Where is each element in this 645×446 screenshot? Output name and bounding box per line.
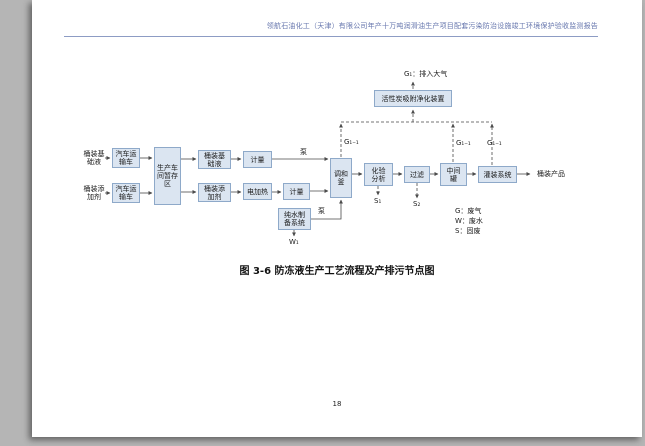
label-g1-to-atmosphere: G₁：排入大气 xyxy=(404,70,448,78)
node-drum-additive: 桶装添 加剂 xyxy=(198,183,231,202)
legend-solid: S：固废 xyxy=(455,227,481,235)
page-number: 18 xyxy=(332,400,342,408)
node-pure-water-system: 纯水制 备系统 xyxy=(278,208,311,230)
node-meter-bottom: 计量 xyxy=(283,183,310,200)
node-blending-kettle: 调和 釜 xyxy=(330,158,352,198)
node-filling-system: 灌装系统 xyxy=(478,166,517,183)
node-filter: 过滤 xyxy=(404,166,430,183)
node-drum-base: 桶装基 础液 xyxy=(198,150,231,169)
header-rule xyxy=(64,36,598,37)
label-g11-kettle: G₁₋₁ xyxy=(344,138,359,146)
node-mid-tank: 中间 罐 xyxy=(440,163,467,186)
label-feed-base: 桶装基 础液 xyxy=(83,150,105,166)
label-s2: S₂ xyxy=(413,200,421,208)
node-meter-top: 计量 xyxy=(243,151,272,168)
label-g11-filling: G₁₋₁ xyxy=(487,139,502,147)
label-pump-top: 泵 xyxy=(300,148,307,156)
diagram-legend: G：废气 W：废水 S：固废 xyxy=(455,206,483,236)
report-page: 领航石油化工（天津）有限公司年产十万吨润滑油生产项目配套污染防治设施竣工环境保护… xyxy=(32,0,642,437)
label-feed-additive: 桶装添 加剂 xyxy=(83,185,105,201)
diagram-connectors xyxy=(105,81,531,237)
label-w1: W₁ xyxy=(289,238,299,246)
label-pump-bottom: 泵 xyxy=(318,207,325,215)
page-header-title: 领航石油化工（天津）有限公司年产十万吨润滑油生产项目配套污染防治设施竣工环境保护… xyxy=(266,22,598,30)
legend-gas: G：废气 xyxy=(455,207,482,215)
node-truck-bottom: 汽车运 输车 xyxy=(112,183,140,203)
node-storage-area: 生产车 间暂存 区 xyxy=(154,147,181,205)
label-product: 桶装产品 xyxy=(537,170,565,178)
legend-water: W：废水 xyxy=(455,217,483,225)
label-s1: S₁ xyxy=(374,197,382,205)
label-g11-tank: G₁₋₁ xyxy=(456,139,471,147)
node-lab-analysis: 化验 分析 xyxy=(364,163,393,186)
node-carbon-adsorption-unit: 活性炭吸附净化装置 xyxy=(374,90,452,107)
node-truck-top: 汽车运 输车 xyxy=(112,148,140,168)
node-heater: 电加热 xyxy=(243,183,272,200)
figure-caption: 图 3-6 防冻液生产工艺流程及产排污节点图 xyxy=(239,266,435,277)
